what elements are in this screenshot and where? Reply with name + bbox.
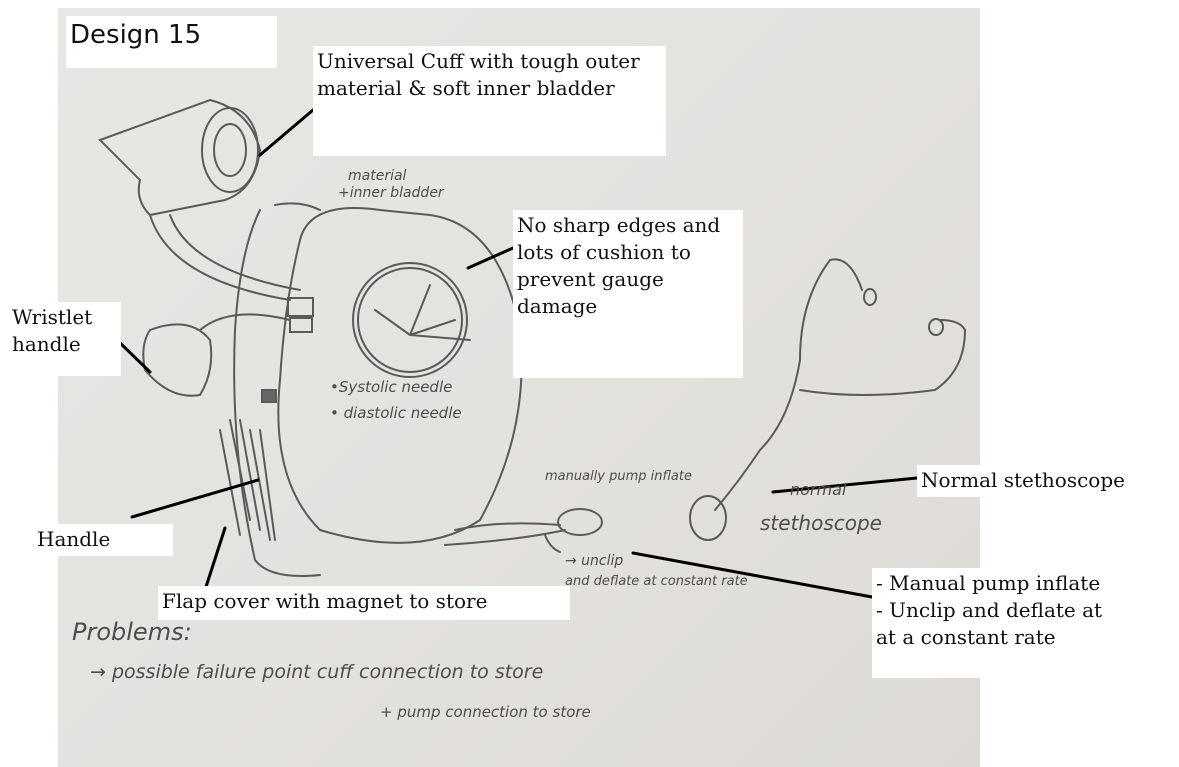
cuff-note-1: material <box>348 168 407 184</box>
callout-flap: Flap cover with magnet to store <box>158 586 570 620</box>
stethoscope-note-2: stethoscope <box>760 511 882 535</box>
cuff-tube <box>150 215 300 300</box>
cuff-shape <box>100 100 260 215</box>
problems-title: Problems: <box>72 618 192 646</box>
callout-cuff: Universal Cuff with tough outer material… <box>313 46 666 156</box>
pump-note: manually pump inflate <box>545 469 692 484</box>
problem-2: + pump connection to store <box>380 703 591 721</box>
design-title: Design 15 <box>66 16 277 68</box>
stethoscope-earpiece-left <box>864 289 876 305</box>
problem-1: → possible failure point cuff connection… <box>90 661 543 683</box>
wristlet-loop <box>143 324 211 395</box>
cuff-opening <box>202 108 258 192</box>
pump-tube <box>445 523 565 545</box>
callout-pump-line-1: - Manual pump inflate <box>876 570 1132 597</box>
callout-pump-line-2: - Unclip and deflate at <box>876 597 1132 624</box>
callout-pump-line-3: at a constant rate <box>876 624 1132 651</box>
cuff-note-2: +inner bladder <box>338 185 445 201</box>
pump-bulb <box>558 509 602 535</box>
diastolic-note: • diastolic needle <box>330 404 462 422</box>
stethoscope-chestpiece <box>690 496 726 540</box>
callout-edges: No sharp edges and lots of cushion to pr… <box>513 210 743 378</box>
stethoscope-note-1: normal <box>790 480 847 499</box>
case-back <box>234 210 320 576</box>
callout-wristlet: Wristlet handle <box>8 302 121 376</box>
connector-clip <box>288 298 313 316</box>
stethoscope-earpiece-right <box>929 319 943 335</box>
callout-pump: - Manual pump inflate - Unclip and defla… <box>872 568 1136 678</box>
gauge-dial <box>353 263 467 377</box>
unclip-note: → unclip <box>565 553 623 569</box>
callout-handle: Handle <box>33 524 173 556</box>
deflate-note: and deflate at constant rate <box>565 574 748 589</box>
systolic-note: •Systolic needle <box>330 378 452 396</box>
callout-stethoscope: Normal stethoscope <box>917 465 1175 497</box>
